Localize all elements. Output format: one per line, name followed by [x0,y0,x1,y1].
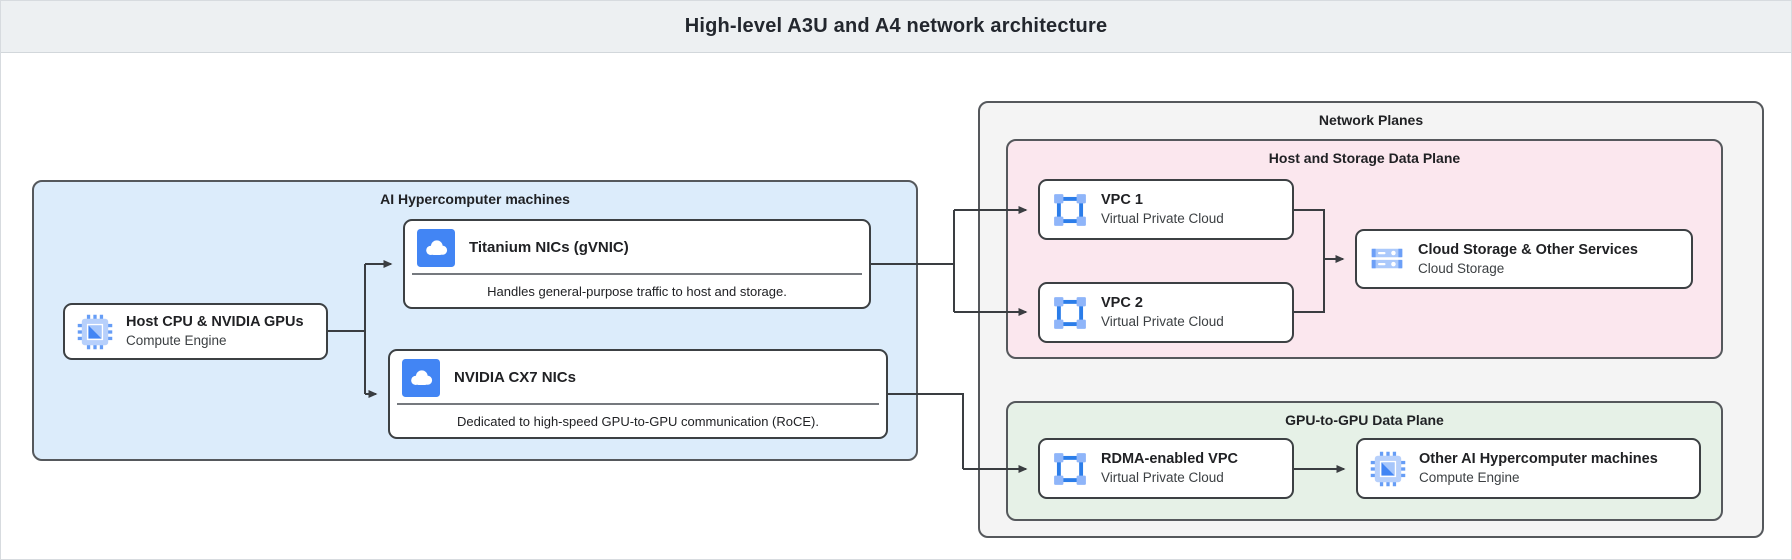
node-title: VPC 1 [1101,192,1143,209]
node-host-cpu-gpus: Host CPU & NVIDIA GPUs Compute Engine [63,303,328,360]
node-subtitle: Compute Engine [126,333,227,349]
group-label: AI Hypercomputer machines [380,191,570,207]
node-text: Cloud Storage & Other Services Cloud Sto… [1418,241,1638,277]
node-text: RDMA-enabled VPC Virtual Private Cloud [1101,450,1238,486]
node-title: Host CPU & NVIDIA GPUs [126,314,304,331]
node-subtitle: Compute Engine [1419,470,1520,486]
node-description: Handles general-purpose traffic to host … [487,284,787,299]
vpc-icon [1054,296,1086,329]
node-other-ai-hypercomputer-machines: Other AI Hypercomputer machines Compute … [1356,438,1701,499]
node-subtitle: Virtual Private Cloud [1101,211,1224,227]
title-bar: High-level A3U and A4 network architectu… [1,1,1791,53]
cloud-icon [402,359,440,397]
node-description: Dedicated to high-speed GPU-to-GPU commu… [457,414,819,429]
node-title: Other AI Hypercomputer machines [1419,451,1658,468]
node-cloud-storage: Cloud Storage & Other Services Cloud Sto… [1355,229,1693,289]
node-divider [397,403,879,405]
node-text: VPC 1 Virtual Private Cloud [1101,191,1224,227]
node-header: Titanium NICs (gVNIC) [405,221,869,270]
node-title: Cloud Storage & Other Services [1418,241,1638,258]
vpc-icon [1054,193,1086,226]
node-divider [412,273,862,275]
cloud-storage-icon [1371,248,1403,269]
group-label: GPU-to-GPU Data Plane [1285,412,1444,428]
vpc-icon [1054,452,1086,485]
node-text: Host CPU & NVIDIA GPUs Compute Engine [126,313,304,349]
node-text: VPC 2 Virtual Private Cloud [1101,294,1224,330]
node-subtitle: Virtual Private Cloud [1101,314,1224,330]
node-text: Other AI Hypercomputer machines Compute … [1419,450,1658,486]
node-titanium-nics: Titanium NICs (gVNIC) Handles general-pu… [403,219,871,309]
node-vpc-2: VPC 2 Virtual Private Cloud [1038,282,1294,343]
node-title: RDMA-enabled VPC [1101,451,1238,468]
compute-engine-icon [77,314,113,349]
node-title: VPC 2 [1101,295,1143,312]
cloud-icon [417,229,455,267]
node-subtitle: Virtual Private Cloud [1101,470,1224,486]
node-title: NVIDIA CX7 NICs [454,369,576,387]
group-label: Host and Storage Data Plane [1268,150,1461,166]
node-title: Titanium NICs (gVNIC) [469,239,629,257]
page-title: High-level A3U and A4 network architectu… [684,15,1108,37]
node-subtitle: Cloud Storage [1418,260,1505,276]
node-nvidia-cx7-nics: NVIDIA CX7 NICs Dedicated to high-speed … [388,349,888,439]
compute-engine-icon [1370,451,1406,486]
node-rdma-enabled-vpc: RDMA-enabled VPC Virtual Private Cloud [1038,438,1294,499]
group-label: Network Planes [1318,112,1424,128]
node-header: NVIDIA CX7 NICs [390,351,886,400]
node-vpc-1: VPC 1 Virtual Private Cloud [1038,179,1294,240]
